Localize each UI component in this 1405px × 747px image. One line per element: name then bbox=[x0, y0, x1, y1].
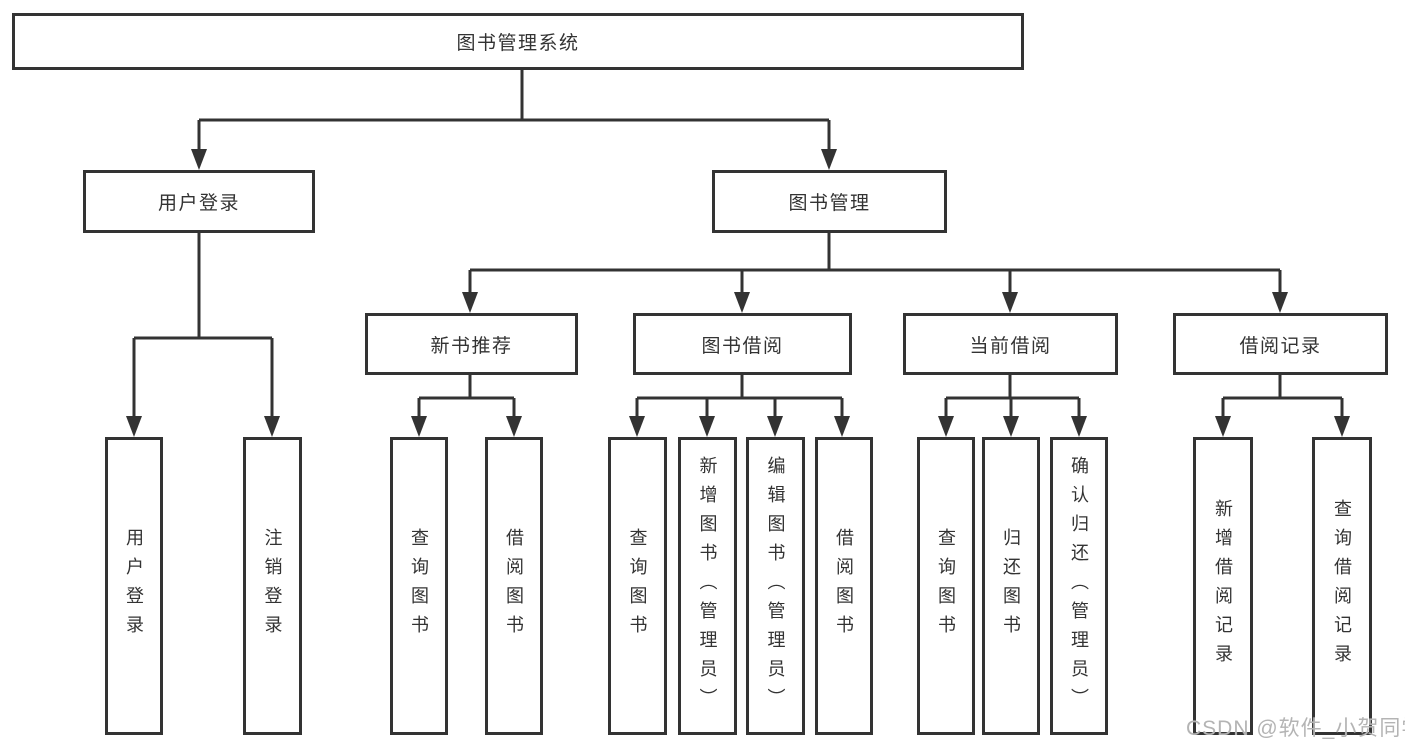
leaf-user-login: 用户登录 bbox=[105, 437, 163, 735]
leaf-add-book-admin: 新增图书（管理员） bbox=[678, 437, 737, 735]
node-new-book-recommend: 新书推荐 bbox=[365, 313, 578, 375]
leaf-borrow-books-borrowing: 借阅图书 bbox=[815, 437, 873, 735]
leaf-query-books-borrowing: 查询图书 bbox=[608, 437, 667, 735]
leaf-return-book: 归还图书 bbox=[982, 437, 1040, 735]
leaf-query-borrow-record: 查询借阅记录 bbox=[1312, 437, 1372, 735]
csdn-watermark: CSDN @软件_小贺同学 bbox=[1186, 717, 1405, 740]
leaf-confirm-return-admin: 确认归还（管理员） bbox=[1050, 437, 1108, 735]
leaf-query-books-current: 查询图书 bbox=[917, 437, 975, 735]
node-book-borrowing: 图书借阅 bbox=[633, 313, 852, 375]
leaf-borrow-books-recommend: 借阅图书 bbox=[485, 437, 543, 735]
leaf-edit-book-admin: 编辑图书（管理员） bbox=[746, 437, 805, 735]
leaf-add-borrow-record: 新增借阅记录 bbox=[1193, 437, 1253, 735]
node-user-login-branch: 用户登录 bbox=[83, 170, 315, 233]
node-borrowing-records: 借阅记录 bbox=[1173, 313, 1388, 375]
node-root: 图书管理系统 bbox=[12, 13, 1024, 70]
leaf-query-books-recommend: 查询图书 bbox=[390, 437, 448, 735]
node-book-management: 图书管理 bbox=[712, 170, 947, 233]
leaf-logout: 注销登录 bbox=[243, 437, 302, 735]
node-current-borrowing: 当前借阅 bbox=[903, 313, 1118, 375]
